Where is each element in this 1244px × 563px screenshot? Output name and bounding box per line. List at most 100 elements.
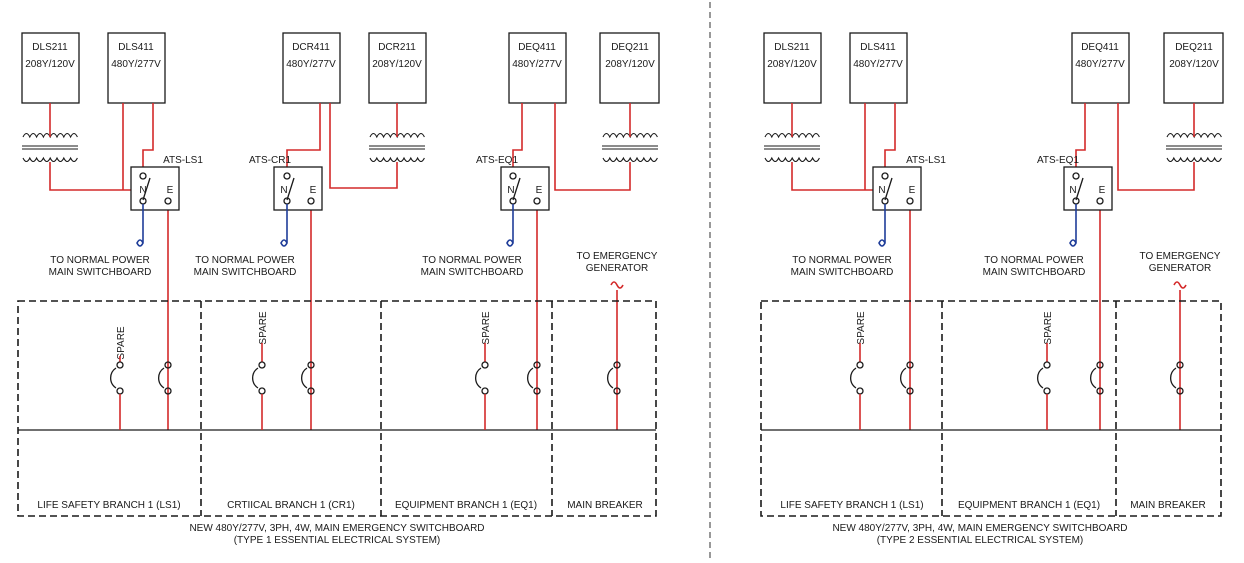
transfer-switch-icon: N E ATS-LS1 <box>872 155 946 211</box>
normal-feed-label: TO NORMAL POWER <box>195 255 294 266</box>
section-label-eq1: EQUIPMENT BRANCH 1 (EQ1) <box>395 500 537 511</box>
transformer-icon <box>22 132 78 163</box>
transfer-switch-icon: N E ATS-CR1 <box>249 155 323 211</box>
normal-feed-label: TO NORMAL POWER <box>422 255 521 266</box>
switchboard-enclosure <box>760 300 1222 517</box>
panel-name: DEQ211 <box>611 42 649 53</box>
emergency-terminal-label: E <box>167 185 174 196</box>
panel-name: DCR411 <box>292 42 330 53</box>
transfer-switch-icon: N E ATS-LS1 <box>130 155 203 211</box>
spare-label: SPARE <box>856 311 867 344</box>
transformer-icon <box>764 132 820 163</box>
normal-feed-label: MAIN SWITCHBOARD <box>983 267 1086 278</box>
normal-feed-label: TO NORMAL POWER <box>984 255 1083 266</box>
panel-name: DLS411 <box>118 42 154 53</box>
section-label-eq1: EQUIPMENT BRANCH 1 (EQ1) <box>958 500 1100 511</box>
circuit-breaker-icon <box>1090 361 1104 395</box>
normal-terminal-label: N <box>280 185 287 196</box>
section-label-main: MAIN BREAKER <box>1130 500 1206 511</box>
breaker-spare-ls1: SPARE <box>110 326 127 430</box>
normal-power-wiring <box>136 204 514 247</box>
ats-label: ATS-EQ1 <box>476 155 518 166</box>
spare-label: SPARE <box>258 311 269 344</box>
switchboard-caption-type: (TYPE 2 ESSENTIAL ELECTRICAL SYSTEM) <box>877 535 1084 546</box>
panel-voltage: 480Y/277V <box>512 59 562 70</box>
ats-label: ATS-LS1 <box>906 155 946 166</box>
breaker-spare-eq1: SPARE <box>475 311 492 430</box>
circuit-breaker-icon <box>158 361 172 395</box>
panel-dls211: DLS211 208Y/120V <box>763 32 822 104</box>
transfer-switch-icon: N E ATS-EQ1 <box>476 155 550 211</box>
emergency-wiring <box>791 103 1195 430</box>
panel-voltage: 208Y/120V <box>372 59 422 70</box>
panel-deq411: DEQ411 480Y/277V <box>508 32 567 104</box>
panel-name: DEQ211 <box>1175 42 1213 53</box>
circuit-breaker-icon <box>607 361 621 395</box>
panel-name: DLS211 <box>774 42 810 53</box>
panel-deq211: DEQ211 208Y/120V <box>1163 32 1224 104</box>
panel-name: DEQ411 <box>518 42 556 53</box>
breaker-spare-cr1: SPARE <box>252 311 269 430</box>
panel-name: DCR211 <box>378 42 416 53</box>
emergency-feed-label: GENERATOR <box>1149 263 1211 274</box>
normal-power-wiring <box>878 204 1077 247</box>
panel-deq411: DEQ411 480Y/277V <box>1071 32 1130 104</box>
emergency-wiring <box>49 103 631 430</box>
section-label-main: MAIN BREAKER <box>567 500 643 511</box>
switchboard-caption: NEW 480Y/277V, 3PH, 4W, MAIN EMERGENCY S… <box>832 523 1127 534</box>
normal-feed-label: MAIN SWITCHBOARD <box>49 267 152 278</box>
panel-voltage: 208Y/120V <box>25 59 75 70</box>
breaker-spare-ls1: SPARE <box>850 311 867 430</box>
panel-name: DEQ411 <box>1081 42 1119 53</box>
panel-dls211: DLS211 208Y/120V <box>21 32 80 104</box>
ats-label: ATS-CR1 <box>249 155 291 166</box>
spare-label: SPARE <box>1043 311 1054 344</box>
feed-tilde-icon <box>610 281 624 289</box>
panel-voltage: 480Y/277V <box>1075 59 1125 70</box>
panel-voltage: 480Y/277V <box>286 59 336 70</box>
switchboard-caption-type: (TYPE 1 ESSENTIAL ELECTRICAL SYSTEM) <box>234 535 441 546</box>
circuit-breaker-icon <box>527 361 541 395</box>
panel-voltage: 480Y/277V <box>853 59 903 70</box>
emergency-terminal-label: E <box>909 185 916 196</box>
panel-name: DLS411 <box>860 42 896 53</box>
emergency-feed-label: GENERATOR <box>586 263 648 274</box>
breaker-spare-eq1: SPARE <box>1037 311 1054 430</box>
circuit-breaker-icon <box>1170 361 1184 395</box>
ats-label: ATS-EQ1 <box>1037 155 1079 166</box>
switchboard-enclosure <box>17 300 657 517</box>
section-label-ls1: LIFE SAFETY BRANCH 1 (LS1) <box>780 500 923 511</box>
circuit-breaker-icon <box>301 361 315 395</box>
panel-voltage: 208Y/120V <box>605 59 655 70</box>
section-label-ls1: LIFE SAFETY BRANCH 1 (LS1) <box>37 500 180 511</box>
panel-voltage: 208Y/120V <box>767 59 817 70</box>
normal-feed-label: TO NORMAL POWER <box>50 255 149 266</box>
panel-voltage: 208Y/120V <box>1169 59 1219 70</box>
panel-voltage: 480Y/277V <box>111 59 161 70</box>
ats-label: ATS-LS1 <box>163 155 203 166</box>
normal-feed-label: MAIN SWITCHBOARD <box>421 267 524 278</box>
panel-dls411: DLS411 480Y/277V <box>107 32 166 104</box>
emergency-feed-label: TO EMERGENCY <box>1140 251 1221 262</box>
emergency-terminal-label: E <box>1099 185 1106 196</box>
panel-dcr411: DCR411 480Y/277V <box>282 32 341 104</box>
normal-feed-label: MAIN SWITCHBOARD <box>194 267 297 278</box>
switchboard-caption: NEW 480Y/277V, 3PH, 4W, MAIN EMERGENCY S… <box>189 523 484 534</box>
panel-dls411: DLS411 480Y/277V <box>849 32 908 104</box>
emergency-terminal-label: E <box>310 185 317 196</box>
normal-terminal-label: N <box>139 185 146 196</box>
emergency-terminal-label: E <box>536 185 543 196</box>
panel-deq211: DEQ211 208Y/120V <box>599 32 660 104</box>
type1-diagram: DLS211 208Y/120V DLS411 480Y/277V DCR411… <box>17 32 660 546</box>
section-label-cr1: CRTIICAL BRANCH 1 (CR1) <box>227 500 355 511</box>
spare-label: SPARE <box>481 311 492 344</box>
feed-tilde-icon <box>1173 281 1187 289</box>
spare-label: SPARE <box>116 326 127 359</box>
normal-terminal-label: N <box>507 185 514 196</box>
transformer-icon <box>602 132 658 163</box>
normal-terminal-label: N <box>1069 185 1076 196</box>
normal-feed-label: TO NORMAL POWER <box>792 255 891 266</box>
normal-feed-label: MAIN SWITCHBOARD <box>791 267 894 278</box>
type2-diagram: DLS211 208Y/120V DLS411 480Y/277V DEQ411… <box>760 32 1224 546</box>
